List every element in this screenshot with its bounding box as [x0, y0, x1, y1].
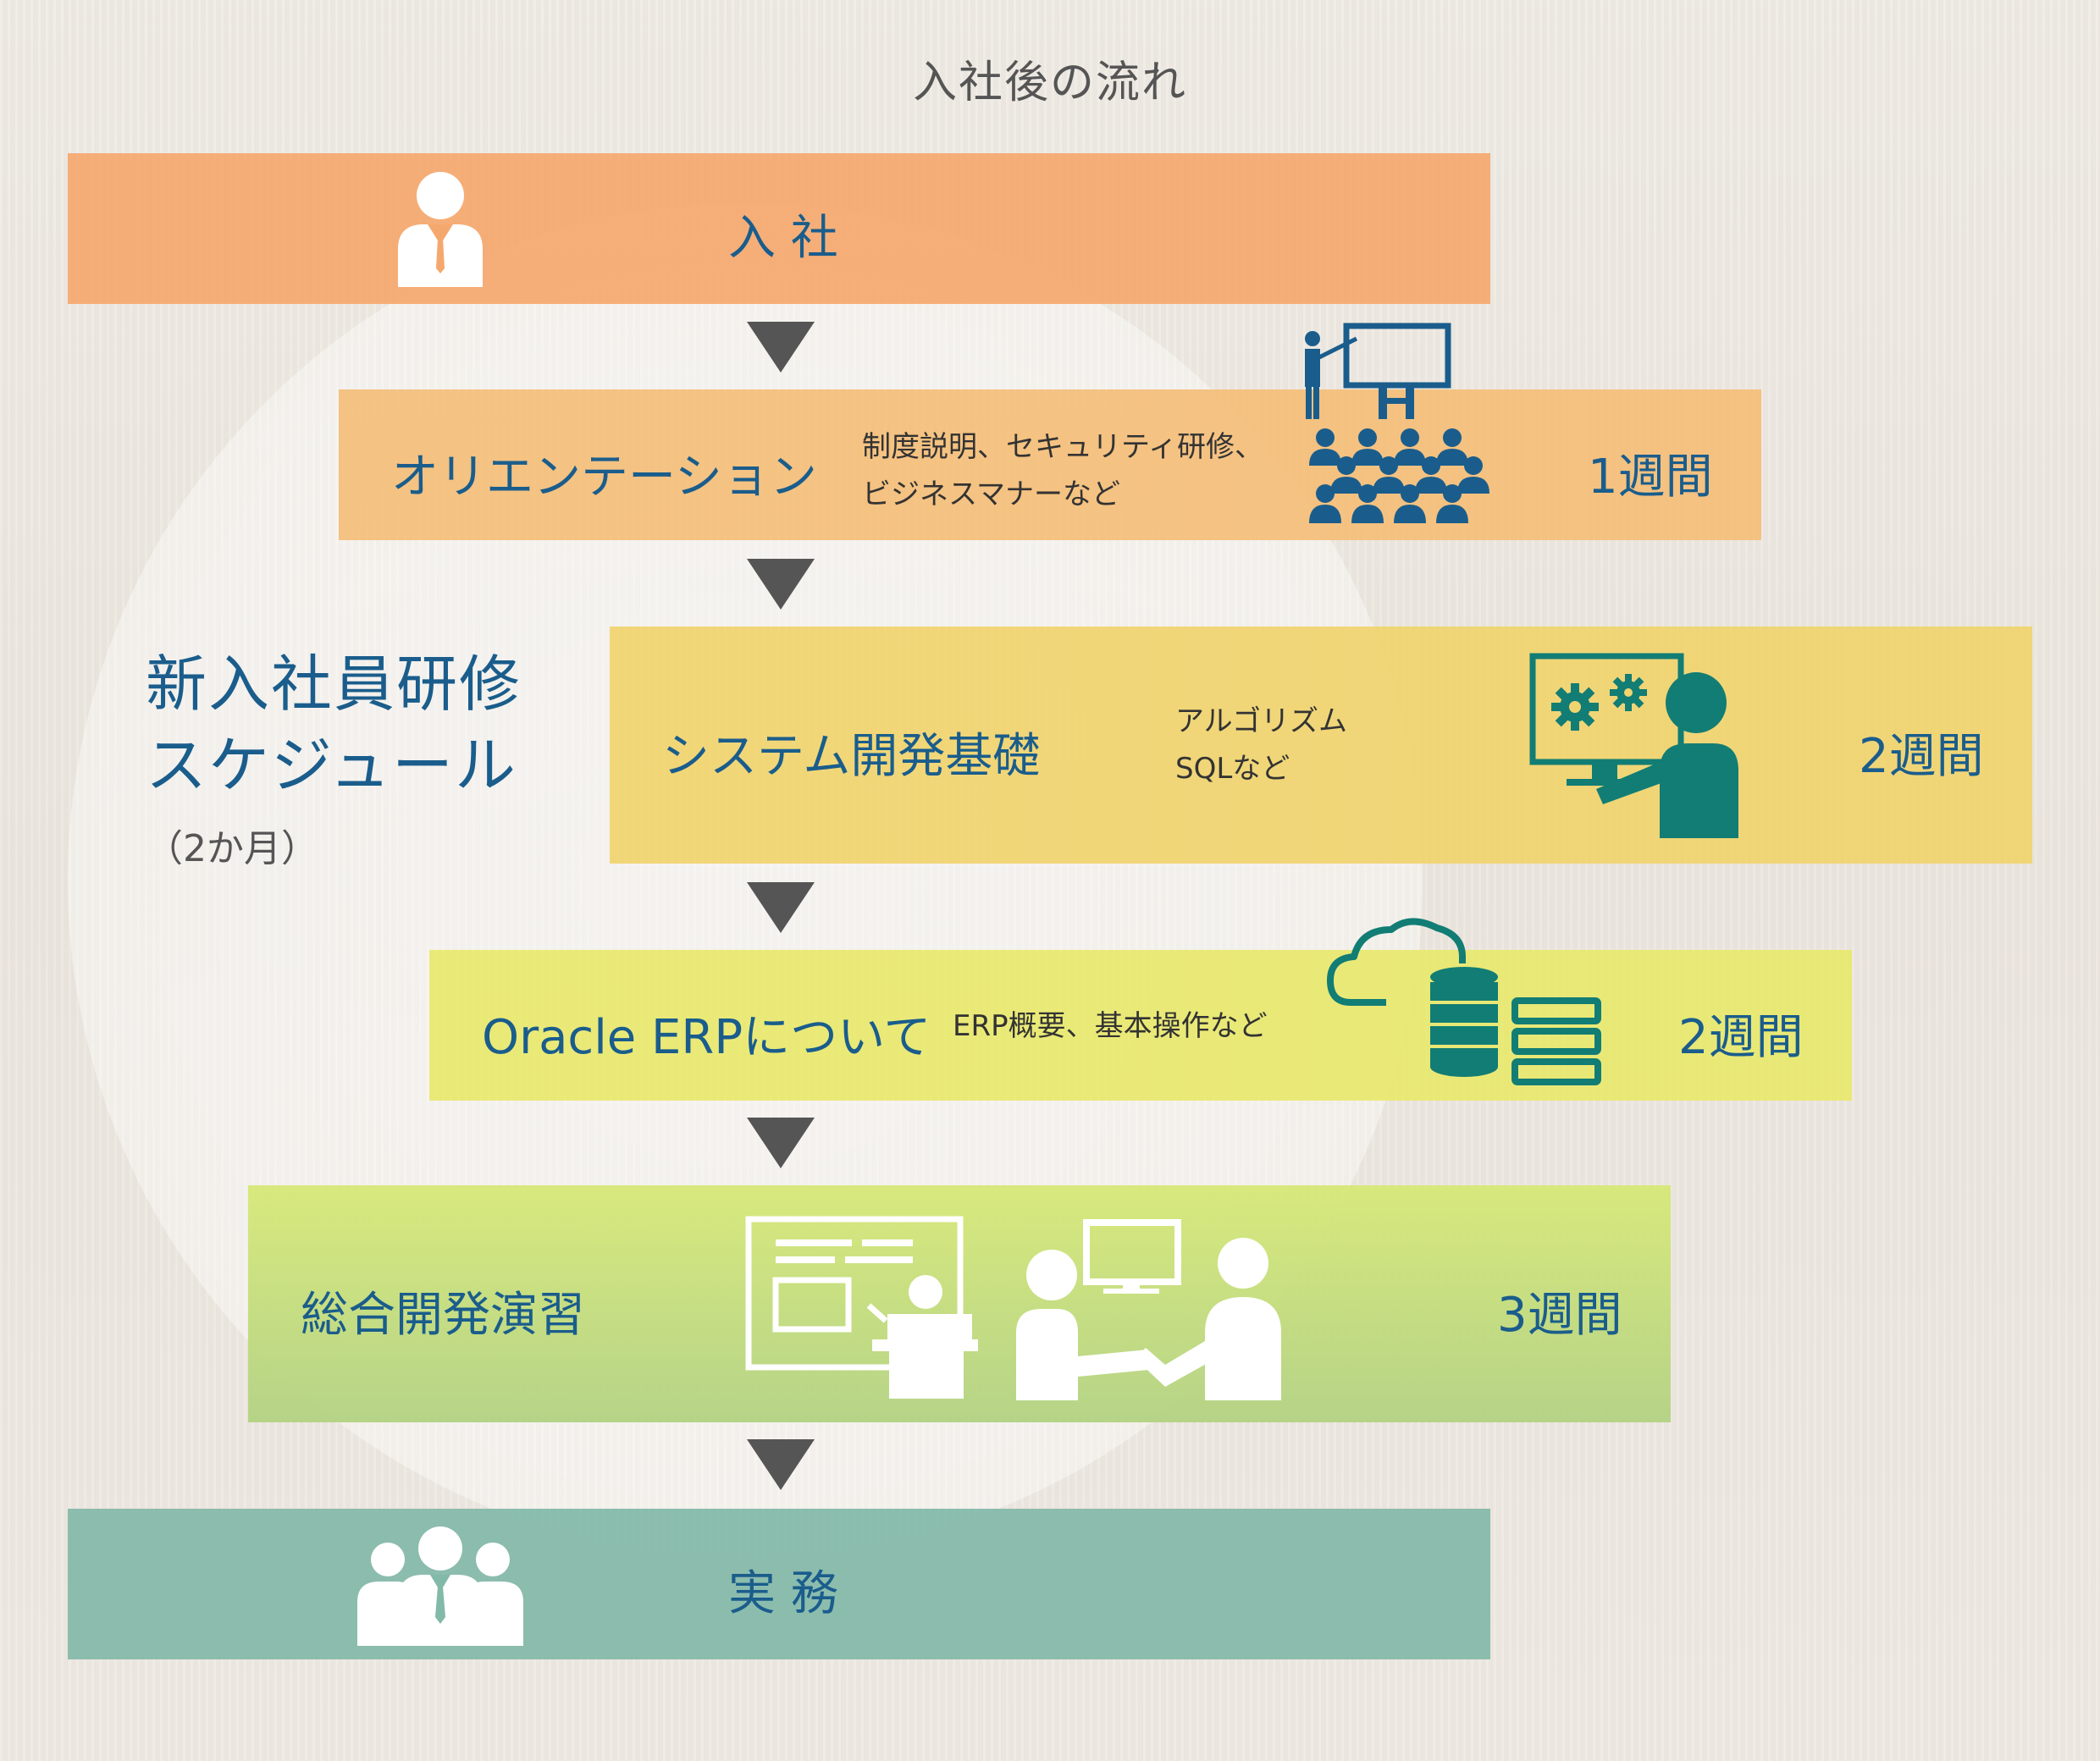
side-label-line2: スケジュール [146, 730, 517, 801]
flow-arrow-2 [747, 559, 815, 610]
step-joining-band: 入 社 [68, 153, 1490, 304]
step-oracle-erp-duration: 2週間 [1678, 1010, 1804, 1065]
step-practical-work-label: 実 務 [728, 1566, 838, 1621]
step-integrated-practice-band: 総合開発演習 3週間 [248, 1185, 1671, 1422]
flow-arrow-4 [747, 1118, 815, 1168]
step-oracle-erp-label: Oracle ERPについて [482, 1010, 931, 1065]
classroom-presentation-icon [1305, 323, 1489, 523]
step-orientation-desc-1: 制度説明、セキュリティ研修、 [862, 430, 1263, 464]
step-joining-label: 入 社 [728, 211, 838, 266]
side-label: 新入社員研修 スケジュール （2か月） [146, 643, 522, 872]
step-system-basics-label: システム開発基礎 [662, 729, 1041, 784]
step-system-basics-duration: 2週間 [1859, 729, 1984, 784]
step-integrated-practice-label: 総合開発演習 [301, 1288, 585, 1343]
business-team-icon [357, 1526, 523, 1646]
flow-arrow-1 [747, 322, 815, 373]
step-oracle-erp-desc: ERP概要、基本操作など [953, 1009, 1268, 1043]
step-system-basics-desc-2: SQLなど [1175, 752, 1290, 786]
step-integrated-practice-duration: 3週間 [1497, 1288, 1622, 1343]
step-orientation-duration: 1週間 [1588, 450, 1713, 505]
side-label-duration: （2か月） [146, 827, 318, 870]
computer-gears-user-icon [1529, 653, 1738, 838]
step-oracle-erp-band: Oracle ERPについて ERP概要、基本操作など 2週間 [429, 918, 1852, 1101]
flow-arrow-3 [747, 882, 815, 933]
page-title: 入社後の流れ [912, 58, 1187, 108]
step-practical-work-band: 実 務 [68, 1509, 1490, 1659]
step-system-basics-desc-1: アルゴリズム [1175, 704, 1347, 738]
step-system-basics-band: システム開発基礎 アルゴリズム SQLなど 2週間 [610, 627, 2032, 864]
flow-arrow-5 [747, 1439, 815, 1490]
businessman-icon [398, 172, 483, 287]
step-orientation-desc-2: ビジネスマナーなど [862, 478, 1120, 511]
step-orientation-label: オリエンテーション [391, 450, 817, 505]
step-orientation-band: オリエンテーション 制度説明、セキュリティ研修、 ビジネスマナーなど 1週間 [339, 323, 1761, 540]
cloud-database-server-icon [1327, 918, 1601, 1085]
lecture-and-pair-work-icon [745, 1216, 1281, 1400]
side-label-line1: 新入社員研修 [146, 649, 522, 720]
